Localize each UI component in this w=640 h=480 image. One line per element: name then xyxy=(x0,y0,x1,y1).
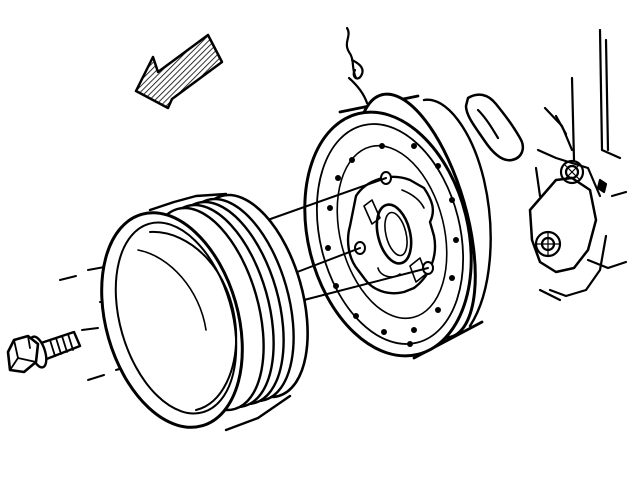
direction-arrow-icon xyxy=(134,33,224,110)
block-bolt-lower-icon xyxy=(534,230,562,258)
engine-block xyxy=(345,26,628,302)
balancer-rim-holes xyxy=(325,143,459,347)
pulley-bolt-icon xyxy=(6,330,82,374)
crankshaft-balancer xyxy=(303,92,492,360)
crankshaft-pulley xyxy=(100,192,309,432)
block-bolt-upper-icon xyxy=(559,159,585,185)
